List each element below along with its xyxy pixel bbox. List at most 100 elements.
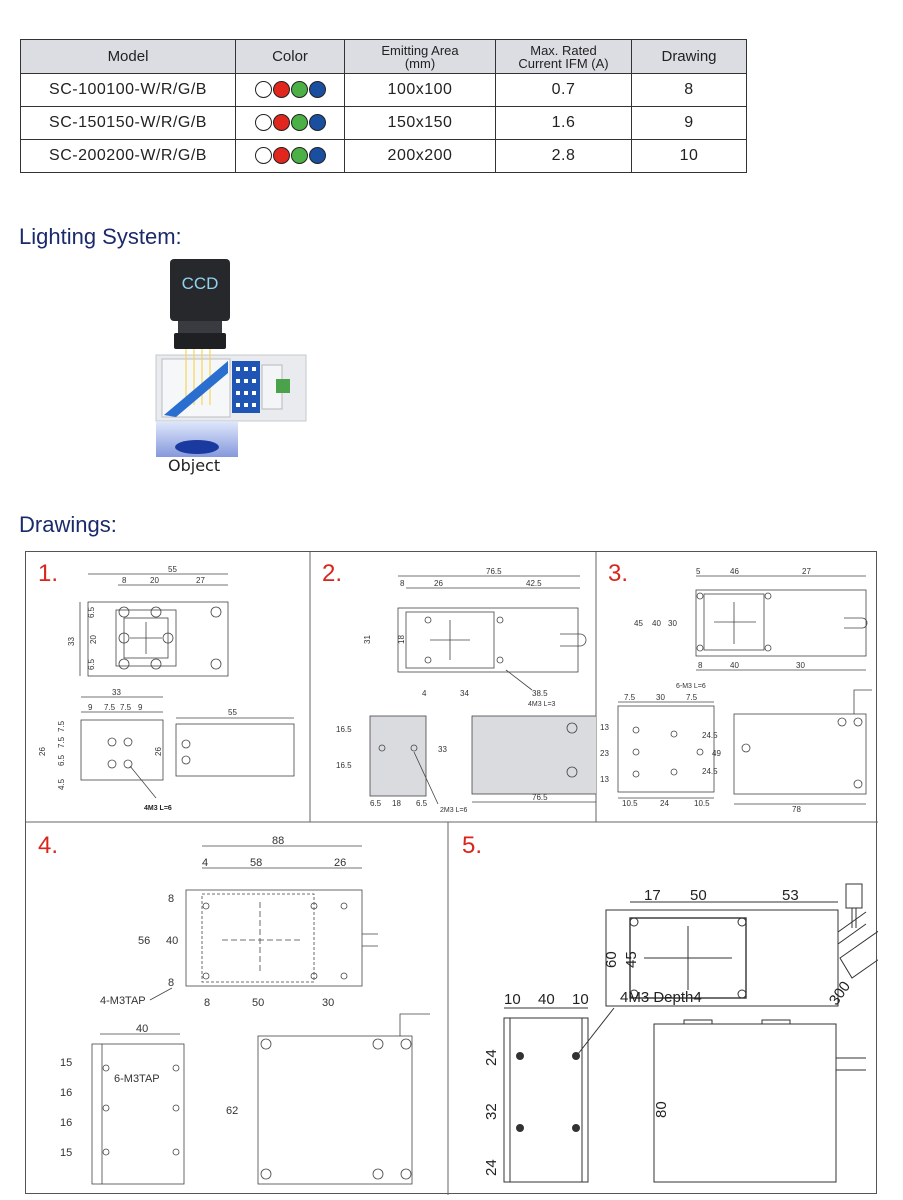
object-shape	[175, 440, 219, 454]
drawing-cell: 8	[631, 73, 747, 107]
table-header-row: Model Color Emitting Area (mm) Max. Rate…	[20, 39, 747, 74]
object-label: Object	[168, 456, 221, 475]
color-dot	[254, 81, 272, 99]
dim-label: 24.5	[702, 767, 718, 776]
tap-note: 4M3 L=3	[528, 701, 556, 708]
dim-label: 26	[154, 747, 163, 756]
drawing-number: 5.	[462, 832, 483, 859]
dim-label: 4	[202, 857, 208, 869]
color-dot	[308, 114, 326, 132]
drawing-panel-1: 1. 55 8 20 27 33 6.5 20 6.5 33 9	[26, 552, 310, 822]
dim-label: 7.5	[120, 703, 132, 712]
dim-label: 24.5	[702, 731, 718, 740]
color-dot	[308, 81, 326, 99]
dim-label: 80	[653, 1101, 670, 1118]
dim-label: 17	[644, 887, 661, 904]
drawing-panel-5: 5. 17 50 53 60 45 300 10 40 10 4M3 De	[448, 822, 893, 1195]
color-dots	[254, 114, 326, 132]
dim-label: 16	[60, 1087, 72, 1099]
drawing-panel-4: 4. 88 4 58 26 8 56 40 8 8 50 30 4-M3TAP	[26, 822, 448, 1195]
dim-label: 38.5	[532, 689, 548, 698]
emitting-area-cell: 200x200	[344, 139, 496, 173]
dim-label: 76.5	[532, 793, 548, 802]
dim-label: 6.5	[57, 754, 66, 766]
window-inner	[123, 617, 169, 659]
body-outline	[87, 601, 229, 677]
dim-label: 31	[363, 635, 372, 644]
header-model: Model	[20, 39, 236, 74]
dim-label: 26	[38, 747, 47, 756]
ccd-lens	[174, 333, 226, 349]
dim-label: 7.5	[57, 736, 66, 748]
dim-label: 6.5	[87, 658, 96, 670]
dim-label: 76.5	[486, 567, 502, 576]
drawing-number: 1.	[38, 560, 59, 587]
dim-label: 30	[322, 997, 334, 1009]
header-drawing: Drawing	[631, 39, 747, 74]
color-dots	[254, 81, 326, 99]
dim-label: 8	[168, 893, 174, 905]
header-emitting-area: Emitting Area (mm)	[344, 39, 496, 74]
dim-label: 7.5	[57, 720, 66, 732]
dim-label: 15	[60, 1057, 72, 1069]
color-dot	[254, 147, 272, 165]
max-current-cell: 0.7	[495, 73, 632, 107]
dim-label: 45	[634, 619, 643, 628]
dim-label: 40	[166, 935, 178, 947]
dim-label: 50	[252, 997, 264, 1009]
dim-label: 20	[89, 635, 98, 644]
dim-label: 13	[600, 775, 609, 784]
power-indicator	[276, 379, 290, 393]
dim-label: 9	[88, 703, 93, 712]
color-dot	[254, 114, 272, 132]
color-dot	[272, 81, 290, 99]
dim-label: 40	[730, 661, 739, 670]
tap-note: 4M3 L=6	[144, 805, 172, 812]
dim-label: 33	[67, 637, 76, 646]
color-dots	[254, 147, 326, 165]
dim-label: 26	[434, 579, 443, 588]
dim-label: 16	[60, 1117, 72, 1129]
tap-note: 4M3 Depth4	[620, 989, 702, 1006]
dim-label: 34	[460, 689, 469, 698]
drawing-panel-3: 3. 5 46 27 45 40 30 8 40 30 6-M3 L=6 7.5…	[596, 552, 878, 822]
dim-label: 30	[656, 693, 665, 702]
dim-label: 50	[690, 887, 707, 904]
dim-label: 33	[112, 688, 121, 697]
dim-label: 8	[400, 579, 405, 588]
emitting-area-cell: 150x150	[344, 106, 496, 140]
dim-label: 7.5	[686, 693, 698, 702]
header-max-rated-line1: Max. Rated	[530, 42, 597, 58]
dim-label: 10	[504, 991, 521, 1008]
color-cell	[235, 73, 345, 107]
tap-note: 2M3 L=6	[440, 807, 468, 814]
emitting-area-cell: 100x100	[344, 73, 496, 107]
model-cell: SC-100100-W/R/G/B	[20, 73, 236, 107]
dim-label: 13	[600, 723, 609, 732]
ccd-lens-ring	[178, 321, 222, 333]
dim-label: 24	[483, 1159, 500, 1176]
dim-label: 23	[600, 749, 609, 758]
right-view-outline	[175, 723, 295, 777]
dim-label: 18	[397, 635, 406, 644]
color-dot	[272, 114, 290, 132]
led-array-pattern	[236, 367, 256, 407]
dim-label: 10.5	[622, 799, 638, 808]
dim-label: 8	[204, 997, 210, 1009]
dim-label: 40	[538, 991, 555, 1008]
dim-label: 78	[792, 805, 801, 814]
dim-label: 9	[138, 703, 143, 712]
window-outline	[115, 609, 177, 667]
dim-label: 16.5	[336, 761, 352, 770]
color-cell	[235, 139, 345, 173]
spec-table: Model Color Emitting Area (mm) Max. Rate…	[20, 39, 747, 173]
dim-label: 88	[272, 835, 284, 847]
max-current-cell: 2.8	[495, 139, 632, 173]
dim-label: 27	[802, 567, 811, 576]
dim-label: 30	[796, 661, 805, 670]
dim-label: 7.5	[104, 703, 116, 712]
